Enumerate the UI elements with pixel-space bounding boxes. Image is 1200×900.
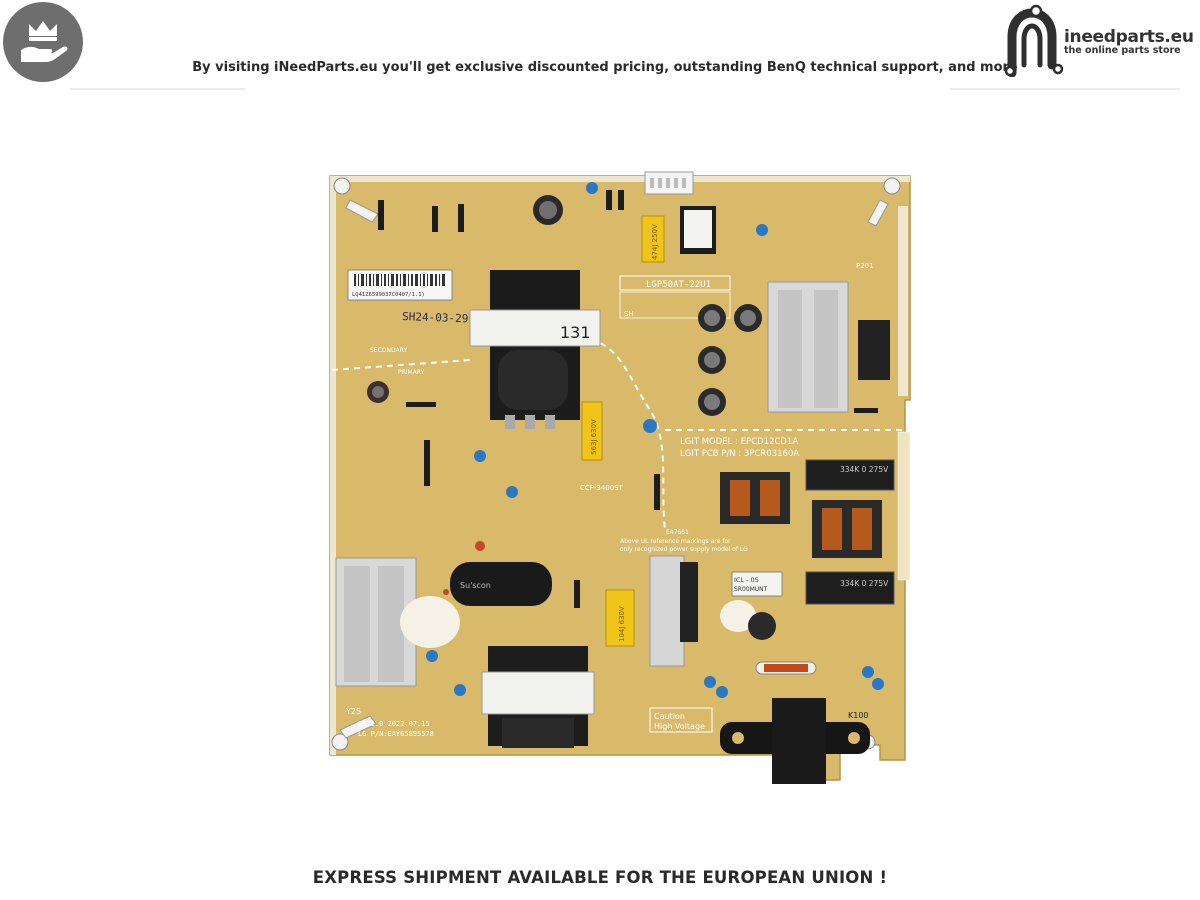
- svg-text:High Voltage: High Voltage: [654, 722, 705, 731]
- svg-text:LGIT MODEL : EPCD12CD1A: LGIT MODEL : EPCD12CD1A: [680, 437, 798, 447]
- promo-tagline: By visiting iNeedParts.eu you'll get exc…: [192, 60, 1018, 75]
- svg-text:K100: K100: [848, 711, 869, 720]
- power-supply-board-image: LQ41Z6599037C0407/1.1) 131 SH24-03-29 SE…: [329, 171, 911, 784]
- svg-text:E47661: E47661: [666, 529, 689, 536]
- svg-text:SH24-03-29: SH24-03-29: [402, 310, 469, 325]
- diodes: [378, 190, 878, 608]
- brand-name: ineedparts.eu: [1064, 27, 1194, 47]
- brand-logo[interactable]: ineedparts.eu the online parts store: [1002, 3, 1198, 77]
- svg-text:PRIMARY: PRIMARY: [398, 369, 425, 376]
- svg-text:LG P/N:EAY65895578: LG P/N:EAY65895578: [358, 730, 434, 738]
- common-mode-chokes: [720, 472, 882, 558]
- svg-text:SH: SH: [624, 310, 634, 318]
- brand-tagline: the online parts store: [1064, 45, 1181, 56]
- crown-hand-icon: [21, 21, 68, 62]
- svg-text:only recognized power supply m: only recognized power supply model of LG: [620, 546, 748, 553]
- svg-text:334K 0 275V: 334K 0 275V: [840, 579, 889, 588]
- svg-text:334K 0 275V: 334K 0 275V: [840, 465, 889, 474]
- shipping-banner: EXPRESS SHIPMENT AVAILABLE FOR THE EUROP…: [312, 868, 888, 887]
- svg-text:SECONDARY: SECONDARY: [370, 347, 407, 354]
- svg-text:131: 131: [560, 323, 591, 342]
- divider: [950, 88, 1180, 90]
- svg-text:LQ41Z6599037C0407/1.1): LQ41Z6599037C0407/1.1): [352, 292, 425, 298]
- ineedparts-logo-mark: [1004, 4, 1064, 77]
- ceramic-capacitors: [426, 182, 884, 698]
- svg-text:Caution: Caution: [654, 712, 685, 721]
- product-photo: LQ41Z6599037C0407/1.1) 131 SH24-03-29 SE…: [320, 170, 920, 790]
- svg-text:563J 630V: 563J 630V: [590, 419, 598, 455]
- svg-text:P201: P201: [856, 262, 874, 270]
- divider: [70, 88, 245, 90]
- svg-text:Su'scon: Su'scon: [460, 581, 491, 590]
- svg-text:CCP-3400ST: CCP-3400ST: [580, 484, 624, 492]
- svg-text:LGIT PCB P/N : 3PCR03160A: LGIT PCB P/N : 3PCR03160A: [680, 449, 799, 459]
- svg-text:REV1.0 2022.07.15: REV1.0 2022.07.15: [358, 720, 430, 728]
- electrolytic-capacitors: [367, 195, 762, 416]
- svg-text:474J 250V: 474J 250V: [651, 224, 659, 260]
- svg-text:LGP50AT-22U1: LGP50AT-22U1: [646, 280, 711, 290]
- svg-text:Y2S: Y2S: [345, 707, 361, 716]
- svg-text:104J 630V: 104J 630V: [618, 606, 626, 642]
- crown-hand-badge: [3, 2, 83, 82]
- svg-text:Above UL reference markings ar: Above UL reference markings are for: [620, 538, 731, 545]
- svg-text:ICL - 05: ICL - 05: [734, 576, 759, 584]
- svg-text:SR00MUNT: SR00MUNT: [734, 586, 768, 593]
